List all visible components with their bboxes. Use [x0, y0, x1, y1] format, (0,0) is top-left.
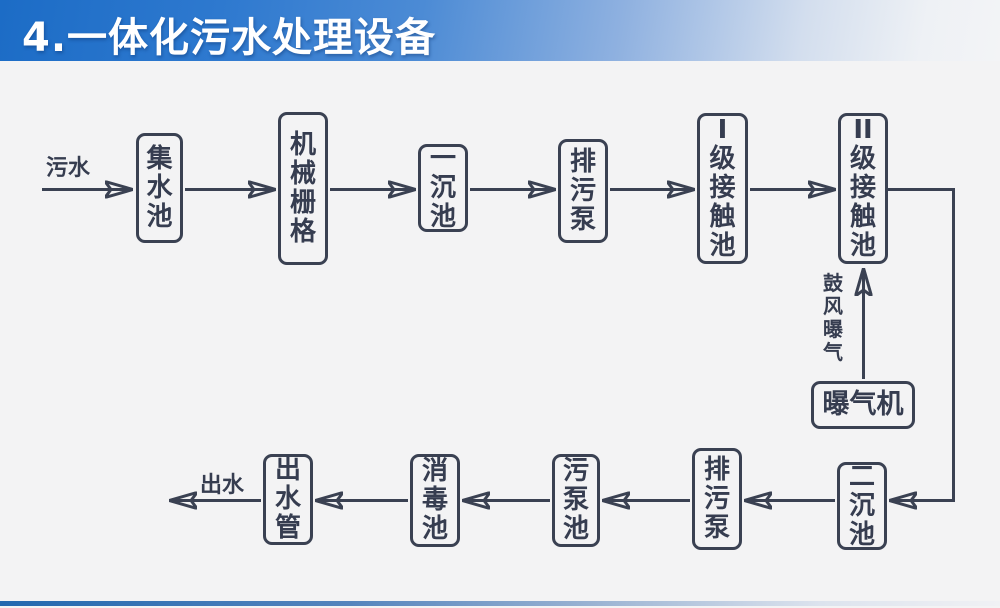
node-mechanical-grid-label: 机械栅格	[289, 129, 316, 247]
footer-accent-bar	[0, 601, 1000, 606]
node-disinfection-tank-label: 消毒池	[421, 456, 448, 544]
title-bar: 4.一体化污水处理设备	[0, 0, 1000, 61]
node-collect-tank: 集水池	[136, 133, 183, 243]
node-secondary-sedimentation-label: 二沉池	[848, 461, 875, 550]
node-collect-tank-label: 集水池	[146, 143, 173, 232]
node-contact-tank-1: I级接触池	[697, 113, 748, 264]
node-sewage-pump-bottom-label: 排污泵	[703, 454, 730, 543]
node-sludge-pump-tank-label: 污泵池	[562, 456, 589, 544]
node-contact-tank-2-label: II级接触池	[849, 115, 876, 261]
node-aerator-label: 曝气机	[822, 389, 904, 420]
node-disinfection-tank: 消毒池	[410, 454, 460, 547]
node-sewage-pump-top-label: 排污泵	[569, 146, 596, 235]
arrow-contact2-to-secondary	[888, 188, 955, 501]
node-outlet-pipe-label: 出水管	[274, 455, 301, 543]
node-secondary-sedimentation: 二沉池	[837, 462, 887, 550]
node-aerator: 曝气机	[811, 381, 915, 429]
outflow-label: 出水	[200, 473, 245, 498]
node-sewage-pump-top: 排污泵	[558, 139, 608, 243]
aeration-caption: 鼓风曝气	[823, 271, 843, 364]
slide-title: 4.一体化污水处理设备	[22, 15, 437, 61]
node-sewage-pump-bottom: 排污泵	[692, 448, 742, 550]
node-sludge-pump-tank: 污泵池	[552, 454, 600, 547]
node-primary-sedimentation: 一沉池	[418, 144, 468, 232]
inflow-label: 污水	[46, 156, 91, 181]
node-mechanical-grid: 机械栅格	[278, 112, 328, 265]
node-contact-tank-2: II级接触池	[838, 113, 888, 264]
node-contact-tank-1-label: I级接触池	[709, 115, 736, 261]
node-primary-sedimentation-label: 一沉池	[429, 143, 456, 232]
node-outlet-pipe: 出水管	[263, 454, 313, 545]
